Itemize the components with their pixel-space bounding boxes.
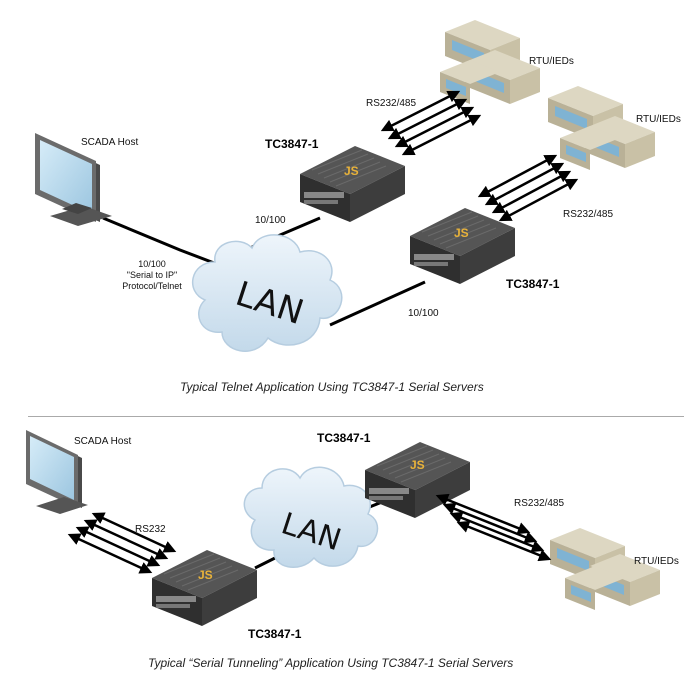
rtu-box bbox=[440, 60, 500, 104]
rtu-box bbox=[565, 566, 625, 610]
bottom-scada-monitor bbox=[26, 430, 88, 514]
top-lan-cloud bbox=[191, 234, 343, 352]
bottom-device-a-title: TC3847-1 bbox=[248, 627, 302, 641]
top-link-label-device-a: 10/100 bbox=[255, 215, 286, 226]
top-host-link-label: 10/100 "Serial to IP" Protocol/Telnet bbox=[117, 259, 187, 292]
top-rtu-cluster-a bbox=[440, 20, 540, 104]
top-link-lan-device-b bbox=[329, 280, 426, 327]
rtu-box bbox=[560, 126, 620, 170]
top-serial-arrows-b bbox=[477, 154, 579, 222]
host-link-line-1: 10/100 bbox=[138, 259, 166, 269]
bottom-serial-label-left: RS232 bbox=[135, 524, 166, 535]
top-device-a-title: TC3847-1 bbox=[265, 137, 319, 151]
top-caption: Typical Telnet Application Using TC3847-… bbox=[180, 380, 484, 394]
section-divider bbox=[28, 416, 684, 417]
top-device-b bbox=[410, 208, 515, 284]
top-rtu-cluster-b bbox=[548, 86, 655, 170]
top-link-host-lan bbox=[102, 216, 223, 268]
bottom-serial-label-right: RS232/485 bbox=[514, 498, 565, 509]
bottom-lan-cloud bbox=[243, 466, 379, 568]
bottom-device-a bbox=[152, 550, 257, 626]
host-link-line-3: Protocol/Telnet bbox=[122, 281, 182, 291]
bottom-caption: Typical “Serial Tunneling” Application U… bbox=[148, 656, 514, 670]
bottom-rtu-cluster bbox=[550, 528, 660, 610]
top-rtu-label-b: RTU/IEDs bbox=[636, 114, 681, 125]
bottom-device-a-badge: JS bbox=[198, 568, 213, 582]
top-device-a-badge: JS bbox=[344, 164, 359, 178]
bottom-serial-arrows-right bbox=[435, 493, 552, 562]
top-scada-host-label: SCADA Host bbox=[81, 137, 139, 148]
rtu-box bbox=[590, 554, 660, 606]
bottom-device-b bbox=[365, 442, 470, 518]
bottom-device-b-badge: JS bbox=[410, 458, 425, 472]
top-device-a bbox=[300, 146, 405, 222]
top-link-label-device-b: 10/100 bbox=[408, 308, 439, 319]
bottom-rtu-label: RTU/IEDs bbox=[634, 556, 679, 567]
bottom-device-b-title: TC3847-1 bbox=[317, 431, 371, 445]
bottom-serial-arrows-left bbox=[67, 512, 177, 574]
top-serial-arrows-a bbox=[380, 90, 482, 156]
top-scada-monitor bbox=[35, 133, 112, 226]
top-serial-label-a: RS232/485 bbox=[366, 98, 417, 109]
top-device-b-badge: JS bbox=[454, 226, 469, 240]
top-device-b-title: TC3847-1 bbox=[506, 277, 560, 291]
top-rtu-label-a: RTU/IEDs bbox=[529, 56, 574, 67]
host-link-line-2: "Serial to IP" bbox=[126, 270, 178, 280]
top-serial-label-b: RS232/485 bbox=[563, 209, 614, 220]
bottom-scada-host-label: SCADA Host bbox=[74, 436, 132, 447]
